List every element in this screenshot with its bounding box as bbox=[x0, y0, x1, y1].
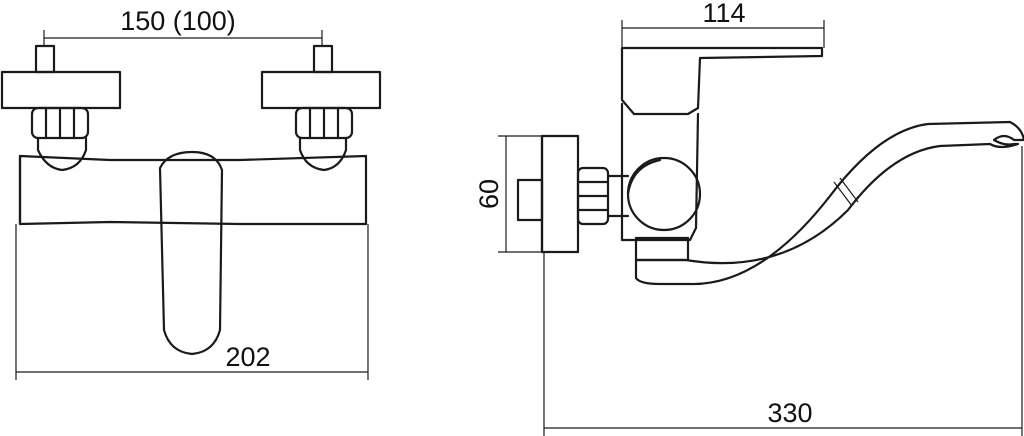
dimension-flange-height: 60 bbox=[474, 179, 504, 209]
front-view: 150 (100) bbox=[0, 6, 382, 380]
dimension-line-spout-reach bbox=[543, 146, 1023, 436]
left-wall-flange bbox=[0, 70, 122, 110]
wall-flange-side bbox=[516, 134, 580, 254]
cartridge-body-side bbox=[620, 102, 700, 242]
valve-body-round bbox=[626, 156, 702, 232]
lever-handle-side bbox=[620, 46, 824, 116]
dimension-line-handle-length bbox=[621, 20, 825, 48]
side-union-nut bbox=[576, 166, 630, 226]
mixer-body bbox=[18, 154, 368, 226]
dimension-inlet-spacing: 150 (100) bbox=[120, 6, 236, 36]
left-union-nut bbox=[30, 106, 90, 140]
left-eccentric-connector bbox=[36, 136, 88, 172]
dimension-body-width: 202 bbox=[225, 342, 270, 372]
dimension-line-flange-height bbox=[498, 135, 542, 253]
spout-break-mark-2 bbox=[839, 177, 859, 203]
spout-swivel-nut bbox=[634, 236, 690, 262]
dimension-spout-reach: 330 bbox=[767, 398, 812, 428]
right-inlet-pipe bbox=[312, 44, 334, 74]
right-eccentric-connector bbox=[298, 136, 348, 172]
swivel-spout bbox=[634, 120, 1024, 286]
side-view: 114 bbox=[474, 0, 1024, 436]
spout-break-mark-1 bbox=[833, 181, 853, 207]
right-wall-flange bbox=[260, 70, 382, 110]
left-inlet-pipe bbox=[34, 44, 56, 74]
dimension-line-inlet-spacing bbox=[43, 30, 323, 46]
right-union-nut bbox=[294, 106, 354, 140]
dimension-line-body-width bbox=[15, 224, 369, 380]
dimension-handle-length: 114 bbox=[702, 0, 745, 28]
valve-body-highlight bbox=[626, 158, 662, 196]
lever-handle-front bbox=[158, 150, 224, 356]
